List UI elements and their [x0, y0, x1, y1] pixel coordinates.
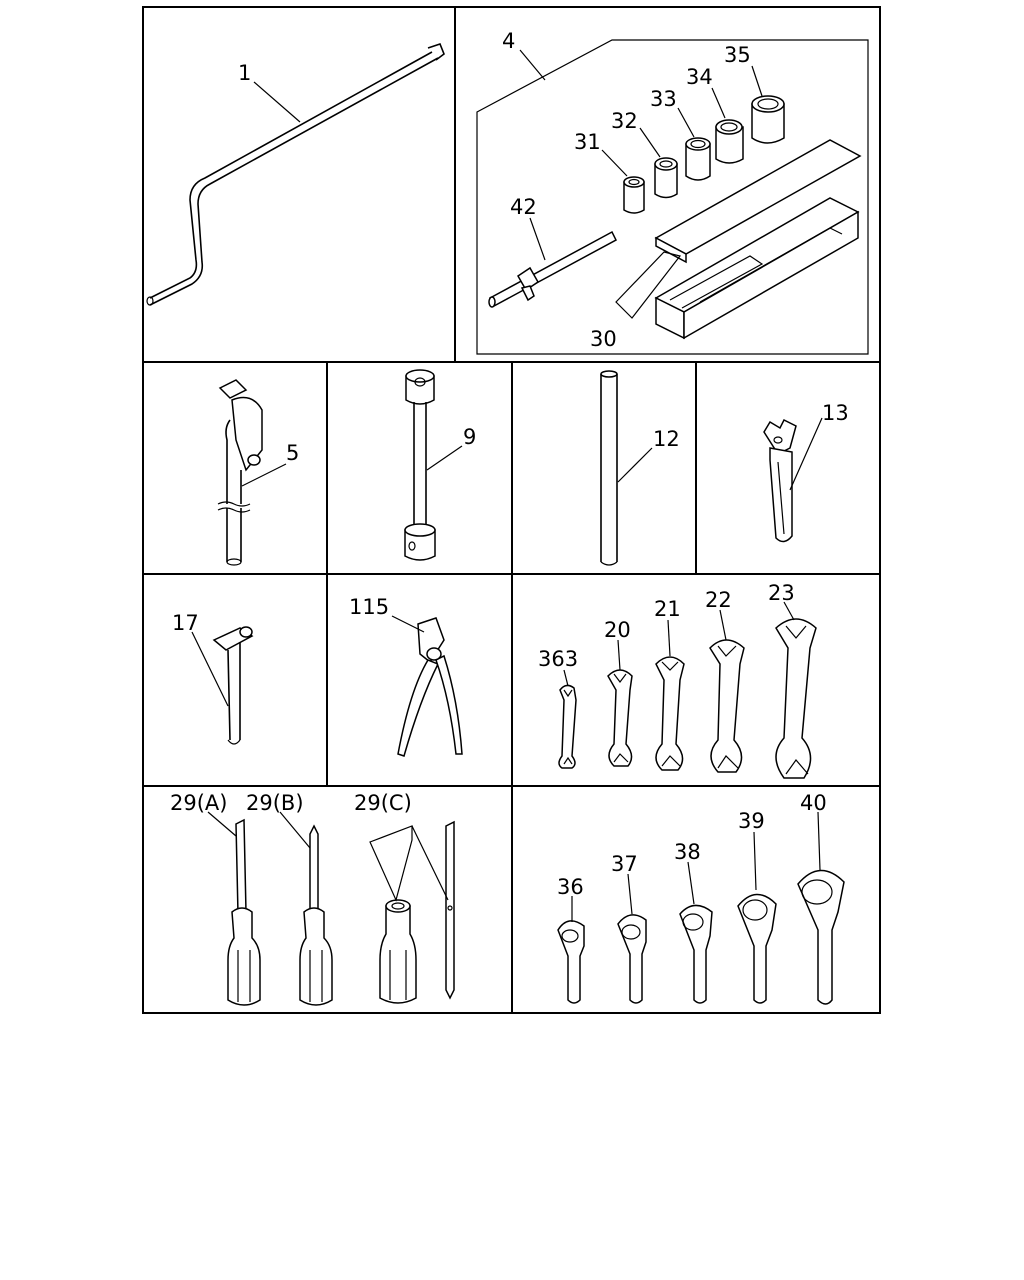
part-label-12: 12 [653, 427, 680, 451]
part-label-37: 37 [611, 852, 638, 876]
part-label-33: 33 [650, 87, 677, 111]
screwdriver-29b [299, 824, 333, 1006]
leader-5 [241, 463, 287, 487]
socket-34 [715, 119, 744, 164]
part-label-31: 31 [574, 130, 601, 154]
kit-bracket [476, 39, 869, 355]
wrench-23 [775, 618, 817, 779]
ring-wrench-39 [737, 893, 777, 1004]
part-label-40: 40 [800, 791, 827, 815]
leader-42 [529, 217, 546, 261]
leader-363 [563, 669, 569, 687]
leader-35 [751, 65, 763, 97]
part-label-115: 115 [349, 595, 389, 619]
part-label-4: 4 [502, 29, 515, 53]
screwdriver-29c-handle [379, 899, 417, 1004]
leader-13 [789, 417, 823, 491]
leader-21 [667, 619, 671, 657]
cell-bar-12: 12 [600, 370, 680, 566]
part-label-22: 22 [705, 588, 732, 612]
part-label-29b: 29(B) [246, 791, 304, 815]
leader-34 [711, 87, 726, 119]
part-label-17: 17 [172, 611, 199, 635]
cell-socket-set: 4 35 34 [476, 29, 869, 355]
ring-wrench-38 [679, 904, 713, 1004]
leader-38 [687, 861, 695, 905]
part-label-39: 39 [738, 809, 765, 833]
cell-hammer-17: 17 [172, 611, 254, 745]
cell-ring-wrenches: 36 37 38 39 40 [557, 791, 845, 1005]
pliers-drawing [397, 617, 463, 757]
crank-handle-drawing [146, 43, 445, 306]
cell-open-end-wrenches: 363 20 21 22 23 [538, 581, 817, 779]
leader-17 [191, 631, 229, 707]
part-label-38: 38 [674, 840, 701, 864]
leader-39 [753, 831, 757, 891]
callout-30 [615, 251, 682, 319]
part-label-9: 9 [463, 425, 476, 449]
cell-adjustable-wrench-13: 13 [763, 401, 849, 543]
callout-29c [369, 825, 413, 902]
leader-22 [719, 609, 727, 641]
t-handle-42 [488, 230, 617, 308]
cell-wrench-5: 5 [217, 379, 299, 566]
part-label-13: 13 [822, 401, 849, 425]
cell-screwdrivers-29: 29(A) 29(B) 29(C) [170, 791, 455, 1006]
part-label-30: 30 [590, 327, 617, 351]
part-label-29c: 29(C) [354, 791, 412, 815]
bar-drawing [600, 370, 618, 566]
pipe-wrench-drawing [217, 379, 263, 566]
part-label-32: 32 [611, 109, 638, 133]
ring-wrench-37 [617, 914, 647, 1004]
leader-23 [783, 601, 795, 621]
leader-1 [253, 81, 301, 123]
leader-20 [617, 639, 621, 671]
part-label-35: 35 [724, 43, 751, 67]
socket-32 [654, 157, 678, 199]
part-label-36: 36 [557, 875, 584, 899]
part-label-20: 20 [604, 618, 631, 642]
ring-wrench-36 [557, 920, 585, 1004]
screwdriver-29c-bit [445, 820, 455, 1000]
wrench-20 [607, 669, 633, 767]
part-label-21: 21 [654, 597, 681, 621]
leader-29c [411, 825, 449, 901]
cell-pliers-115: 115 [349, 595, 463, 757]
leader-115 [391, 615, 425, 633]
part-label-34: 34 [686, 65, 713, 89]
wrench-21 [655, 656, 685, 771]
part-label-363: 363 [538, 647, 578, 671]
socket-31 [623, 176, 645, 214]
cell-wheel-wrench-9: 9 [404, 369, 476, 561]
ring-wrench-40 [797, 869, 845, 1005]
leader-29a [207, 811, 237, 837]
part-label-29a: 29(A) [170, 791, 227, 815]
diagram-frame [142, 6, 881, 1014]
leader-9 [426, 445, 463, 471]
part-label-1: 1 [238, 61, 251, 85]
adjustable-wrench-drawing [763, 418, 797, 543]
wrench-22 [709, 639, 745, 773]
tool-box-30 [654, 139, 862, 340]
socket-33 [685, 137, 711, 181]
hammer-drawing [212, 626, 254, 745]
leader-31 [601, 149, 628, 177]
leader-12 [617, 447, 653, 483]
wrench-363 [558, 684, 577, 769]
socket-35 [751, 95, 785, 144]
part-label-23: 23 [768, 581, 795, 605]
leader-40 [817, 811, 821, 871]
leader-37 [627, 873, 633, 915]
wheel-wrench-drawing [404, 369, 436, 561]
cell-crank-handle: 1 [146, 43, 445, 306]
leader-32 [639, 127, 661, 158]
leader-33 [677, 107, 695, 138]
part-label-42: 42 [510, 195, 537, 219]
screwdriver-29a [227, 818, 261, 1006]
part-label-5: 5 [286, 441, 299, 465]
leader-29b [279, 811, 311, 849]
leader-4 [519, 49, 546, 81]
